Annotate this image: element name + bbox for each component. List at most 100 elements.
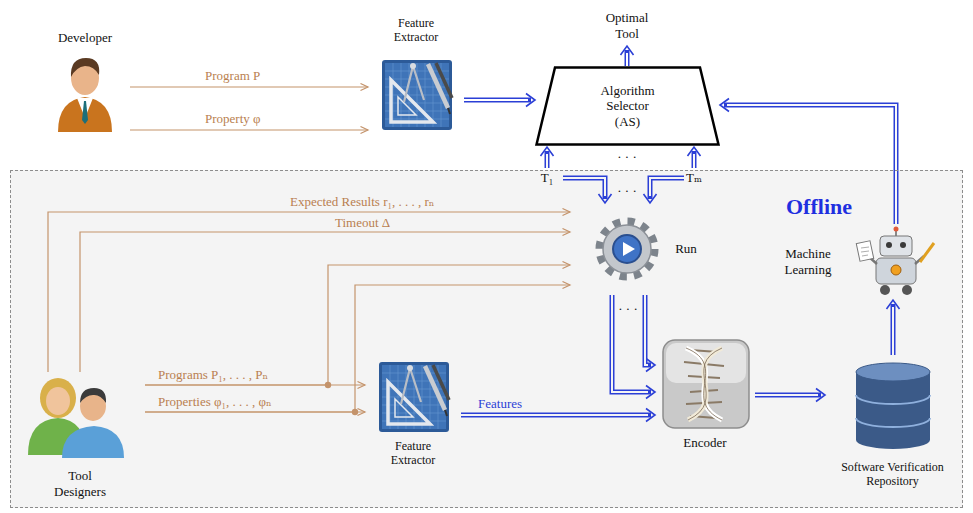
component-name: Feature Extractor <box>381 16 451 45</box>
input-arrow <box>145 285 570 412</box>
edge-label: Program P <box>205 69 260 83</box>
robot-icon <box>920 243 934 262</box>
edge-label: Programs P₁, . . . , Pₙ <box>158 368 268 382</box>
connector <box>130 130 368 131</box>
connector <box>130 87 368 88</box>
input-arrow <box>130 129 368 130</box>
double-arrow-core <box>461 414 648 416</box>
layout-arrows <box>546 154 548 168</box>
connector <box>145 265 570 385</box>
database-icon <box>856 363 930 381</box>
connector <box>755 395 821 396</box>
layout-arrows <box>692 151 697 168</box>
database-icon <box>856 395 930 427</box>
run-step: Run <box>570 205 710 295</box>
edge-label: Properties φ₁, . . . , φₙ <box>158 395 272 409</box>
selector-trapezoid: Algorithm Selector (AS) <box>535 66 720 146</box>
connector <box>80 232 570 372</box>
trapezoid-outline <box>537 68 719 145</box>
developer-icon <box>71 58 99 77</box>
connector <box>893 304 894 355</box>
robot-icon <box>880 236 912 256</box>
feature-extractor: Feature Extractor <box>365 355 461 475</box>
robot-icon <box>886 242 892 248</box>
layout-arrows <box>563 178 605 196</box>
connector <box>145 285 570 412</box>
developer-icon <box>82 101 88 124</box>
machine-learning: Machine Learning <box>765 224 945 300</box>
robot-icon <box>880 285 890 295</box>
actor: Developer <box>40 28 130 136</box>
ellipsis: · · · <box>616 150 638 164</box>
connector <box>724 105 896 224</box>
database-icon <box>856 372 930 449</box>
double-arrow-core <box>464 99 528 101</box>
output-label: Optimal Tool <box>598 10 656 41</box>
double-arrow <box>891 304 896 355</box>
developer-icon <box>58 97 112 132</box>
layout-arrows <box>563 178 605 199</box>
component-name: Software Verification Repository <box>825 460 960 489</box>
gear-run-icon <box>600 222 654 276</box>
layout-arrows <box>545 151 550 168</box>
actor-name: Tool Designers <box>45 468 115 499</box>
gear-run-icon <box>623 242 635 256</box>
actor: Tool Designers <box>15 372 145 502</box>
layout-arrows <box>693 154 695 168</box>
ellipsis: · · · <box>617 302 639 316</box>
feature-extractor: Feature Extractor <box>368 14 464 140</box>
offline-region: OfflineRun Machine LearningTool Designers… <box>10 170 963 508</box>
connector <box>612 295 651 392</box>
robot-icon <box>868 256 924 264</box>
double-arrow <box>612 295 651 392</box>
double-arrow <box>724 105 896 224</box>
double-arrow-core <box>612 295 648 392</box>
dna-encoder-icon <box>663 340 749 428</box>
tool-designers-icon <box>80 388 106 403</box>
input-arrow <box>145 265 570 385</box>
robot-icon <box>856 227 934 296</box>
tool-label: T₁ <box>540 171 554 185</box>
actor-name: Developer <box>40 30 130 46</box>
edge-label: Features <box>478 397 522 411</box>
layout-arrows <box>645 295 648 365</box>
tool-label: Tₘ <box>685 171 703 185</box>
dna-encoder-icon <box>663 340 749 428</box>
region-title: Offline <box>786 195 886 219</box>
blueprint-tools-icon <box>382 60 452 130</box>
offline-ground <box>10 170 963 508</box>
connector <box>464 100 531 101</box>
double-arrow <box>461 413 651 418</box>
layout-arrows <box>626 53 628 66</box>
layout-arrows <box>645 295 651 365</box>
double-arrow-core <box>727 105 896 224</box>
dna-encoder-icon <box>686 348 722 420</box>
double-arrow <box>464 98 531 103</box>
input-arrow <box>48 212 570 372</box>
double-arrow-core <box>892 307 894 355</box>
connector <box>461 415 651 416</box>
robot-icon <box>900 242 906 248</box>
component-name: Feature Extractor <box>378 439 448 468</box>
layout-arrows <box>650 178 684 196</box>
double-arrow <box>755 393 821 398</box>
gear-run-icon <box>600 222 654 276</box>
layout-arrows <box>650 178 684 199</box>
edge-label: Timeout Δ <box>335 216 390 230</box>
ellipsis: · · · <box>616 184 638 198</box>
component-name: Run <box>666 241 706 257</box>
robot-icon <box>902 285 912 295</box>
component-name: Machine Learning <box>765 246 851 277</box>
robot-icon <box>856 241 873 262</box>
edge-label: Expected Results r₁, . . . , rₙ <box>290 195 434 209</box>
component-name: Encoder <box>655 435 755 451</box>
dna-encoder-icon <box>686 348 722 420</box>
connector <box>48 212 570 372</box>
robot-icon <box>876 258 916 284</box>
input-arrow <box>130 86 368 87</box>
component-name: Algorithm Selector (AS) <box>595 83 661 130</box>
tool-designers-icon <box>40 378 76 418</box>
tool-designers-icon <box>46 387 70 415</box>
encoder: Encoder <box>655 335 755 460</box>
